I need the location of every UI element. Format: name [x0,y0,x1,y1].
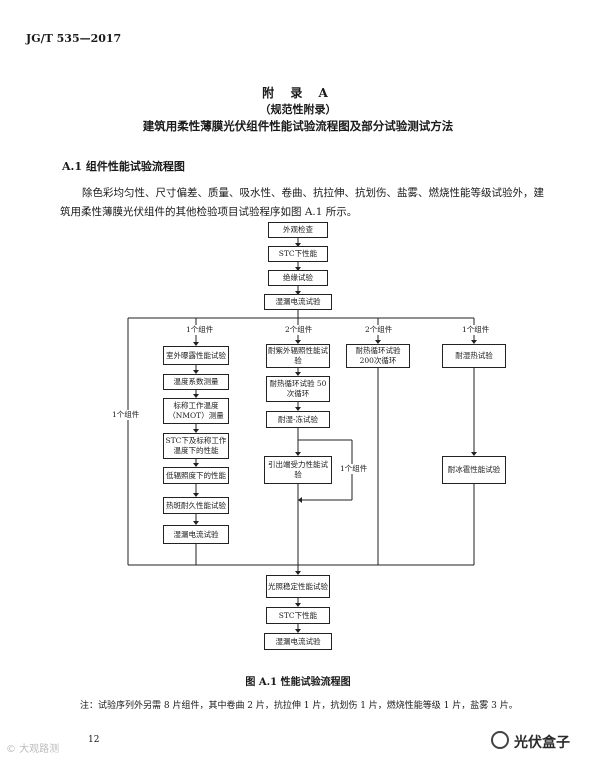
standard-code: JG/T 535—2017 [26,32,122,45]
box-visual-inspection: 外观检查 [268,222,328,238]
label-right2-branch: 1个组件 [462,325,490,335]
label-mid-side: 1个组件 [340,464,368,474]
label-mid-branch: 2个组件 [285,325,313,335]
box-outdoor-exposure: 室外曝露性能试验 [163,346,229,365]
body-paragraph: 除色彩均匀性、尺寸偏差、质量、吸水性、卷曲、抗拉伸、抗划伤、盐雾、燃烧性能等级试… [60,187,544,218]
box-light-soaking: 光照稳定性能试验 [266,575,330,598]
box-thermal-cycle-200: 耐热循环试验 200次循环 [346,344,410,368]
wechat-icon [491,731,509,749]
figure-caption: 图 A.1 性能试验流程图 [245,677,351,688]
box-insulation-test: 绝缘试验 [268,270,328,286]
box-bottom-wet-leakage: 湿漏电流试验 [264,633,332,650]
label-right1-branch: 2个组件 [365,325,393,335]
box-bottom-stc: STC下性能 [266,607,330,624]
box-left-wet-leakage: 湿漏电流试验 [163,525,229,544]
box-humidity-freeze: 耐湿-冻试验 [266,411,330,428]
watermark-left: © 大观路测 [6,744,60,755]
appendix-title: 附 录 A [262,86,334,100]
appendix-heading: 建筑用柔性薄膜光伏组件性能试验流程图及部分试验测试方法 [142,119,454,133]
section-heading: A.1 组件性能试验流程图 [62,160,185,173]
footnote: 注：试验序列外另需 8 片组件，其中卷曲 2 片，抗拉伸 1 片，抗划伤 1 片… [80,701,518,711]
appendix-type: （规范性附录） [259,103,337,116]
watermark-right: 光伏盒子 [514,735,570,751]
box-temperature-coefficient: 温度系数测量 [163,374,229,390]
box-hot-spot: 热斑耐久性能试验 [163,497,229,514]
box-uv-exposure: 耐紫外辐照性能试验 [266,344,330,368]
box-stc-nmot-performance: STC下及标称工作温度下的性能 [163,433,229,459]
label-left-branch: 1个组件 [186,325,214,335]
box-thermal-cycle-50: 耐热循环试验 50次循环 [266,376,330,402]
box-terminal-robustness: 引出端受力性能试验 [264,456,332,484]
page-number: 12 [88,735,100,745]
box-wet-leakage-test: 湿漏电流试验 [264,294,332,310]
box-damp-heat: 耐湿热试验 [442,344,506,368]
box-hail-test: 耐冰雹性能试验 [442,456,506,484]
box-low-irradiance: 低辐照度下的性能 [163,467,229,484]
box-stc-performance: STC下性能 [268,246,328,262]
label-bypass: 1个组件 [112,410,140,420]
box-nmot: 标称工作温度（NMOT）测量 [163,398,229,424]
